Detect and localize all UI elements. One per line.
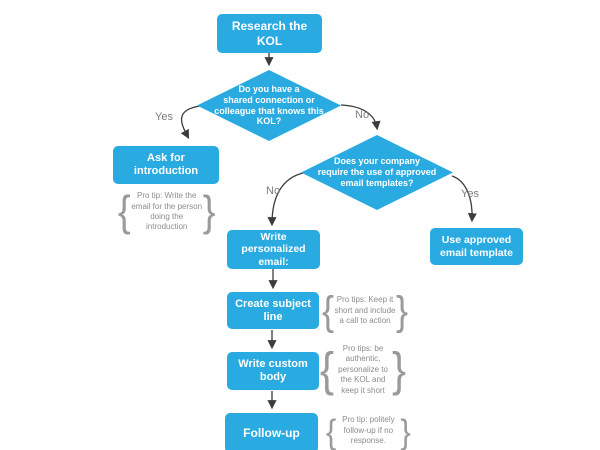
node-use-approved-template-label: Use approved email template bbox=[440, 234, 513, 259]
decision-approved-templates-label: Does your company require the use of app… bbox=[317, 156, 437, 188]
edge-label-no-connection: No bbox=[355, 109, 370, 121]
node-research-kol-label: Research the KOL bbox=[231, 19, 308, 48]
tip-follow-up-text: Pro tip: politely follow-up if no respon… bbox=[342, 415, 395, 446]
connector-no-to-write-personalized bbox=[267, 172, 304, 227]
edge-label-yes-connection: Yes bbox=[155, 111, 173, 123]
node-write-personalized-email: Write personalized email: bbox=[227, 230, 320, 269]
tip-create-subject: Pro tips: Keep it short and include a ca… bbox=[322, 289, 402, 333]
node-use-approved-template: Use approved email template bbox=[430, 228, 523, 265]
edge-label-no-templates: No bbox=[266, 185, 281, 197]
node-write-personalized-email-label: Write personalized email: bbox=[241, 230, 306, 268]
node-follow-up-label: Follow-up bbox=[243, 425, 300, 440]
tip-follow-up: Pro tip: politely follow-up if no respon… bbox=[326, 412, 406, 450]
node-follow-up: Follow-up bbox=[225, 413, 318, 450]
tip-ask-introduction: Pro tip: Write the email for the person … bbox=[118, 189, 214, 235]
tip-create-subject-text: Pro tips: Keep it short and include a ca… bbox=[334, 295, 396, 326]
tip-ask-introduction-text: Pro tip: Write the email for the person … bbox=[131, 191, 203, 232]
decision-approved-templates: Does your company require the use of app… bbox=[301, 135, 453, 210]
decision-shared-connection-label: Do you have a shared connection or colle… bbox=[214, 83, 324, 127]
node-ask-introduction: Ask for introduction bbox=[113, 146, 219, 184]
node-create-subject-line: Create subject line bbox=[227, 292, 319, 329]
edge-label-yes-templates: Yes bbox=[461, 188, 479, 200]
node-write-custom-body: Write custom body bbox=[227, 352, 319, 390]
node-research-kol: Research the KOL bbox=[217, 14, 322, 53]
node-create-subject-line-label: Create subject line bbox=[235, 297, 311, 323]
tip-write-custom-body: Pro tips: be authentic, personalize to t… bbox=[320, 344, 404, 395]
decision-shared-connection: Do you have a shared connection or colle… bbox=[197, 70, 341, 141]
node-ask-introduction-label: Ask for introduction bbox=[133, 152, 199, 177]
tip-write-custom-body-text: Pro tips: be authentic, personalize to t… bbox=[338, 344, 388, 395]
node-write-custom-body-label: Write custom body bbox=[238, 358, 308, 383]
connector-yes-to-ask-intro bbox=[180, 105, 201, 140]
